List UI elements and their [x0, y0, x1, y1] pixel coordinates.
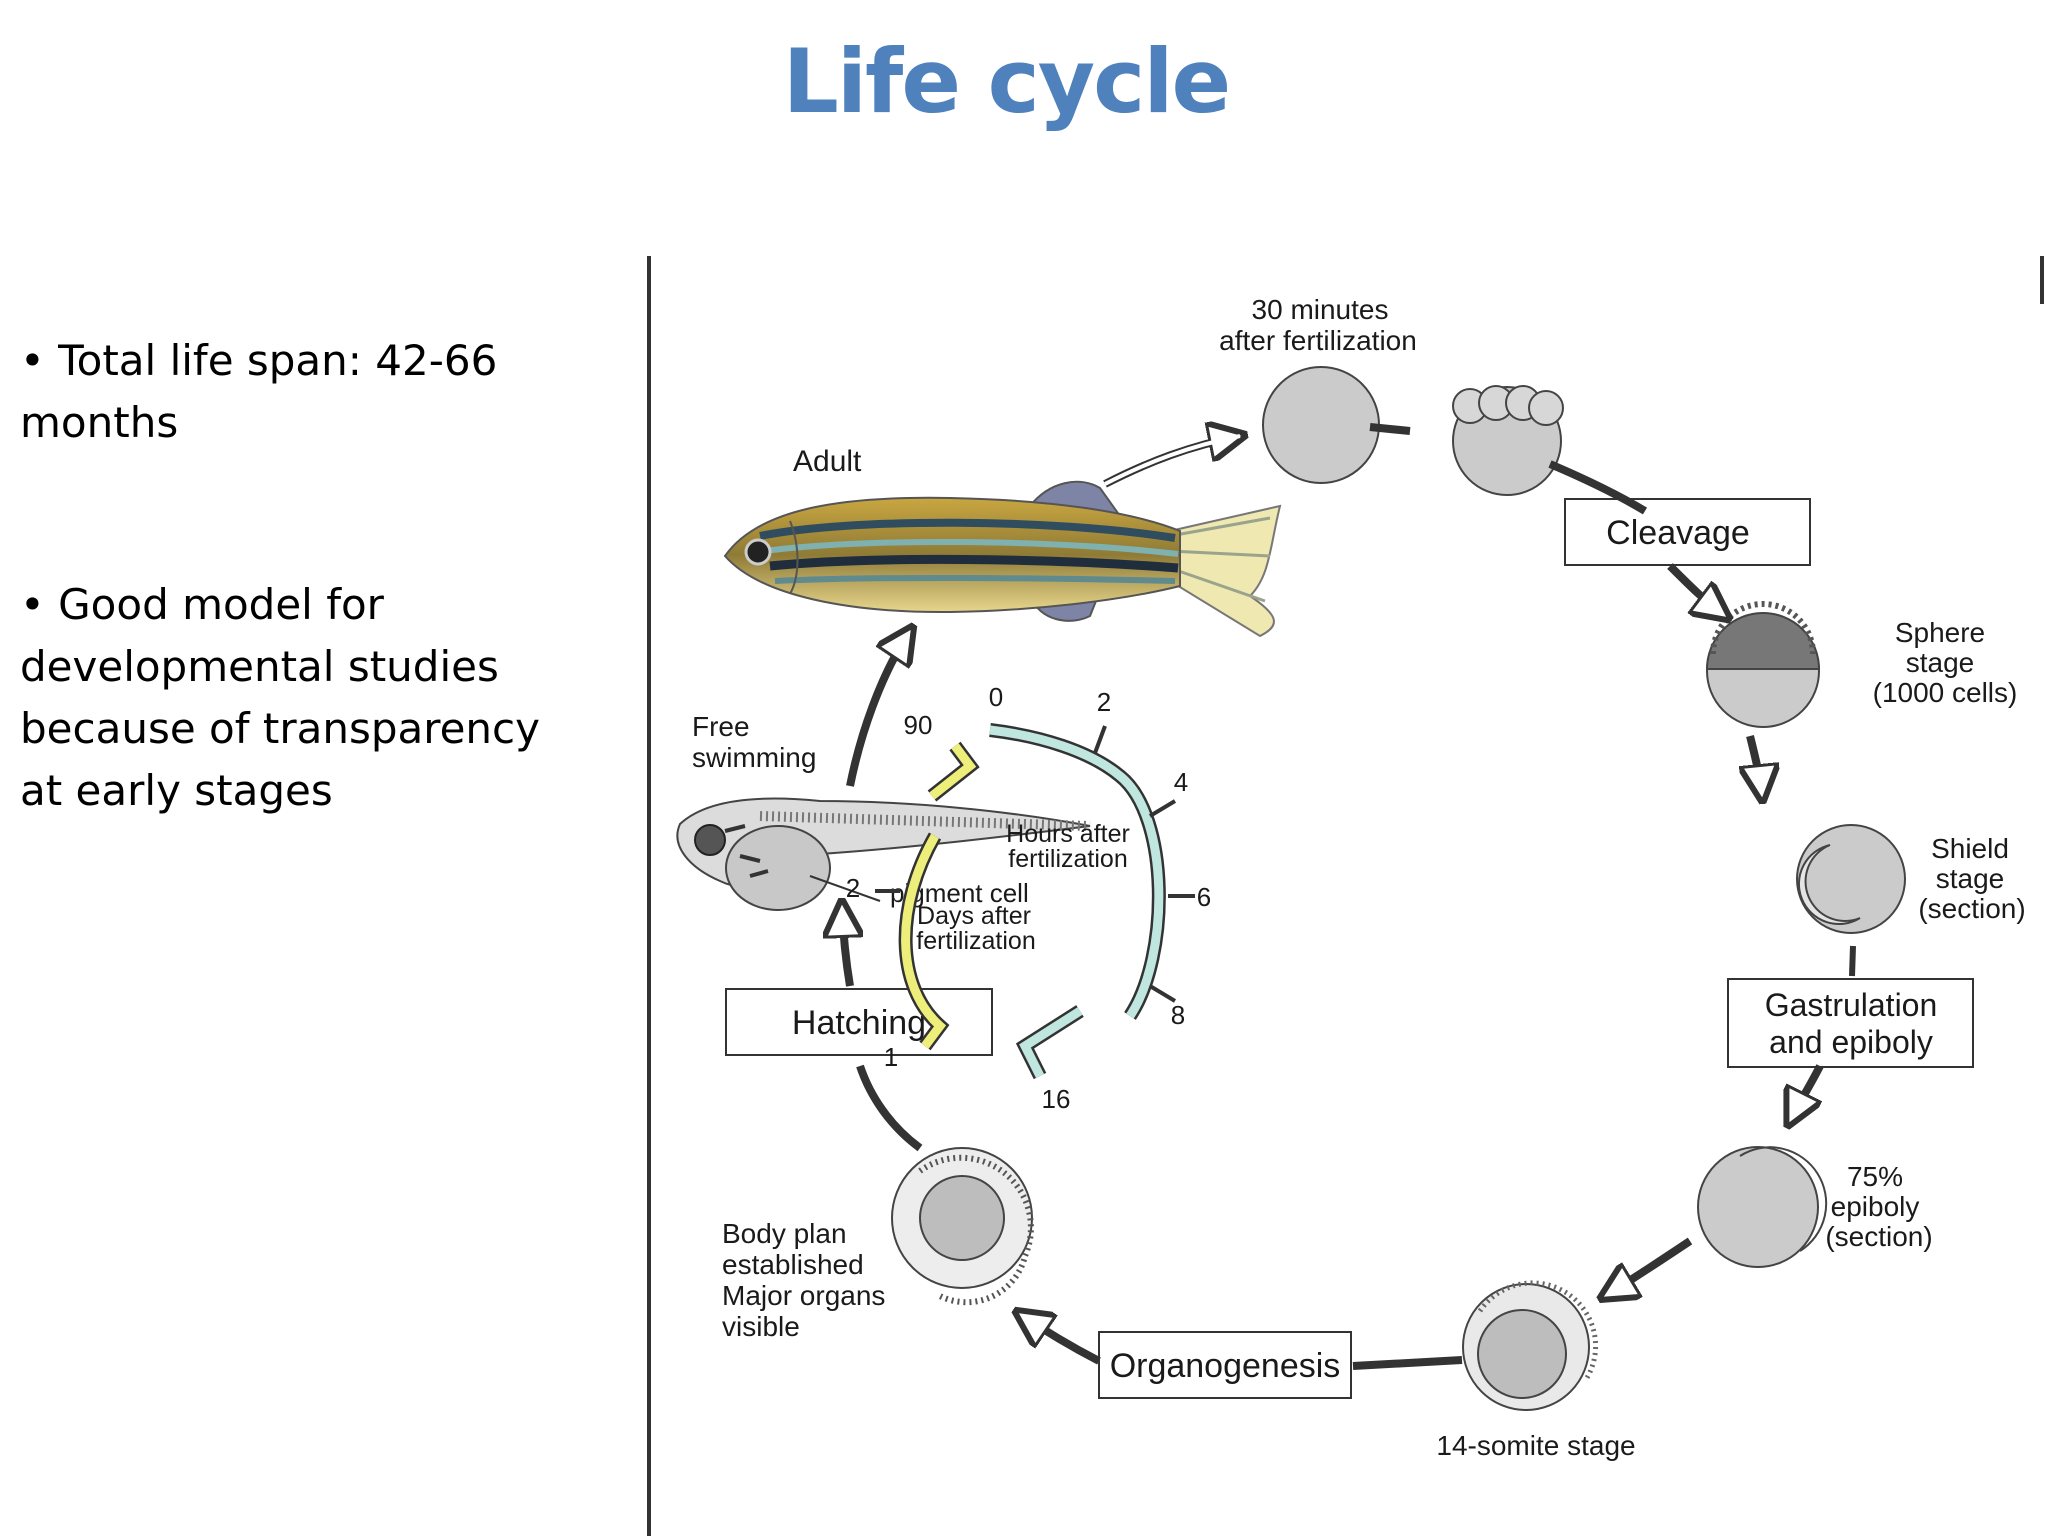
stage-75-epiboly: 75% epiboly (section) [1697, 1146, 1933, 1268]
shield-line1: Shield [1931, 833, 2009, 864]
corner-mark [2040, 256, 2044, 304]
hour-tick-0: 0 [989, 682, 1003, 712]
hour-tick-2: 2 [1097, 687, 1111, 717]
body-line2: established [722, 1249, 864, 1280]
stage-adult-fish: Adult [723, 445, 1282, 638]
hours-label-line2: fertilization [1008, 845, 1128, 873]
divider-line [647, 256, 651, 1536]
gastrulation-line2: and epiboly [1769, 1024, 1933, 1060]
stage-30-minutes: 30 minutes after fertilization [1219, 294, 1417, 484]
phase-box-gastrulation: Gastrulation and epiboly [1727, 978, 1974, 1068]
label-30-minutes: 30 minutes [1252, 294, 1389, 325]
shield-line3: (section) [1918, 893, 2025, 924]
stage-shield: Shield stage (section) [1796, 824, 2026, 934]
hatching-label: Hatching [792, 1004, 926, 1042]
stage-cleavage-embryo [1452, 385, 1564, 496]
free-line2: swimming [692, 742, 816, 773]
sphere-line3: (1000 cells) [1873, 677, 2018, 708]
body-line1: Body plan [722, 1218, 847, 1249]
hour-tick-4: 4 [1174, 767, 1188, 797]
cleavage-label: Cleavage [1606, 514, 1750, 552]
bullet-life-span: • Total life span: 42-66 months [20, 336, 498, 447]
day-tick-90: 90 [904, 710, 933, 740]
phase-box-organogenesis: Organogenesis [1098, 1331, 1352, 1399]
somite-label: 14-somite stage [1436, 1430, 1635, 1461]
adult-label: Adult [793, 445, 862, 478]
body-line4: visible [722, 1311, 800, 1342]
sphere-line1: Sphere [1895, 617, 1985, 648]
epiboly-line1: 75% [1847, 1161, 1903, 1192]
gastrulation-line1: Gastrulation [1765, 987, 1938, 1023]
stage-sphere: Sphere stage (1000 cells) [1705, 601, 2018, 728]
body-line3: Major organs [722, 1280, 885, 1311]
stage-body-plan: Body plan established Major organs visib… [722, 1147, 1034, 1342]
bullet-list: • Total life span: 42-66 months • Good m… [20, 330, 650, 822]
organogenesis-label: Organogenesis [1110, 1347, 1341, 1385]
hours-label-line1: Hours after [1006, 820, 1130, 848]
shield-line2: stage [1936, 863, 2005, 894]
epiboly-line2: epiboly [1831, 1191, 1920, 1222]
hours-arc [989, 723, 1166, 1020]
slide-title: Life cycle [782, 30, 1231, 133]
stage-larva: pigment cell Free swimming [676, 711, 1091, 911]
life-cycle-diagram: 30 minutes after fertilization Cleavage … [676, 294, 2026, 1461]
days-label-line2: fertilization [916, 927, 1036, 955]
hour-tick-16: 16 [1042, 1084, 1071, 1114]
bullet-model: • Good model for developmental studies b… [20, 580, 540, 815]
free-line1: Free [692, 711, 750, 742]
label-after-fertilization: after fertilization [1219, 325, 1417, 356]
phase-box-cleavage: Cleavage [1564, 498, 1811, 566]
stage-14-somite: 14-somite stage [1436, 1280, 1636, 1461]
days-label-line1: Days after [917, 902, 1031, 930]
hour-tick-6: 6 [1197, 882, 1211, 912]
timeline-clock: 0 2 4 6 8 16 1 2 90 Hours after fertiliz… [846, 682, 1211, 1114]
zygote-embryo [1262, 366, 1380, 484]
day-tick-2: 2 [846, 873, 860, 903]
cycle-arrows [842, 427, 1856, 1370]
day-tick-1: 1 [884, 1042, 898, 1072]
sphere-line2: stage [1906, 647, 1975, 678]
phase-box-hatching: Hatching [725, 988, 993, 1056]
epiboly-line3: (section) [1825, 1221, 1932, 1252]
hour-tick-8: 8 [1171, 1000, 1185, 1030]
